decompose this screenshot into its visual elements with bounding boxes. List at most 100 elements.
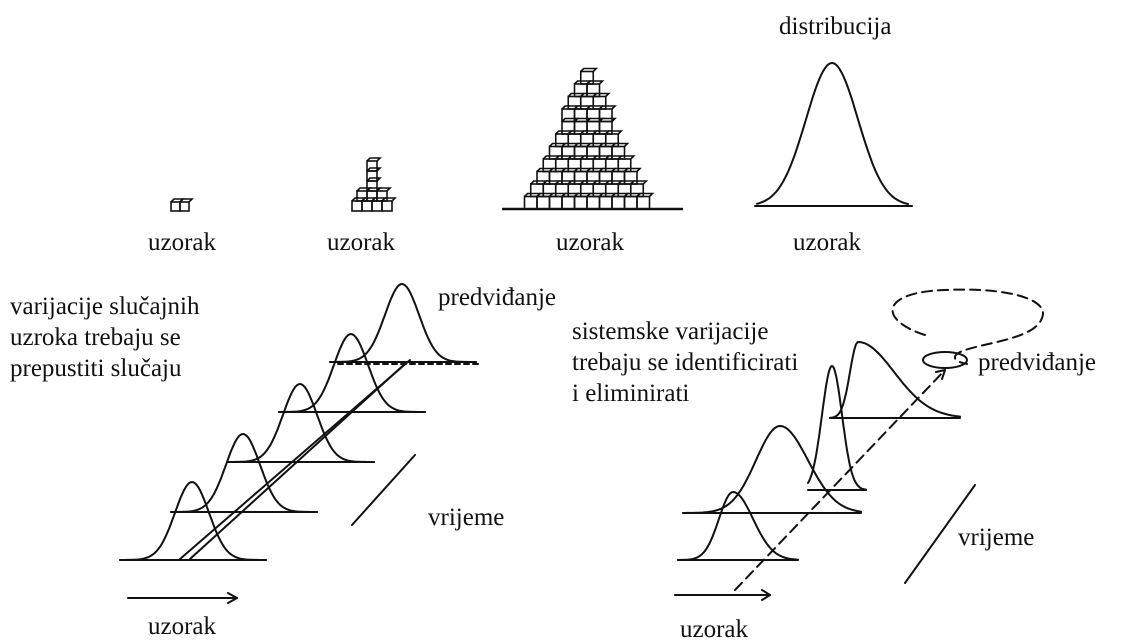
sample-box-3 (586, 170, 601, 185)
sample-box-3 (592, 183, 607, 198)
sample-box-3 (579, 70, 595, 85)
sample-box-3 (617, 183, 632, 198)
sample-box-3 (573, 83, 588, 98)
sample-box-3 (554, 183, 570, 198)
sample-label-4: uzorak (793, 229, 862, 256)
sample-box-top-2 (366, 167, 382, 172)
sample-box-3 (604, 183, 620, 198)
sample-box-2 (366, 190, 378, 202)
systematic-variation-line-2: trebaju se identificirati (572, 349, 799, 376)
sample-box-2 (371, 200, 383, 212)
sample-box-top-3 (598, 105, 617, 110)
sample-box-2 (381, 200, 393, 212)
random-variation-line-3: prepustiti slučaju (10, 355, 182, 382)
random-variation-text: varijacije slučajnih uzroka trebaju se p… (10, 291, 200, 384)
sample-box-3 (567, 158, 582, 173)
sample-box-3 (561, 145, 576, 160)
right-trend-arrowhead (935, 369, 946, 380)
sample-box-3 (529, 183, 545, 198)
sample-axis-label-right: uzorak (680, 616, 749, 643)
sample-box-3 (536, 170, 551, 185)
sample-box-3 (611, 195, 626, 210)
sample-box-3 (598, 120, 613, 135)
time-label-right: vrijeme (958, 524, 1035, 551)
sample-box-top-3 (636, 192, 655, 198)
sample-box-3 (636, 195, 651, 210)
sample-box-3 (567, 95, 582, 110)
left-bell-curve-1 (119, 481, 267, 561)
sample-box-3 (592, 133, 607, 148)
systematic-variation-line-1: sistemske varijacije (572, 318, 769, 345)
sample-box-3 (611, 170, 626, 185)
sample-box-3 (573, 170, 588, 185)
sample-label-1: uzorak (148, 229, 217, 256)
sample-box-2 (361, 200, 373, 212)
sample-box-3 (604, 158, 620, 173)
left-bell-curve-4 (278, 333, 426, 413)
sample-box-top-3 (617, 155, 636, 160)
sample-box-3 (548, 195, 563, 210)
sample-box-2 (351, 200, 363, 212)
sample-box-top-3 (598, 117, 617, 123)
sample-box-top-2 (366, 157, 382, 162)
sample-box-3 (598, 145, 613, 160)
sample-box-3 (586, 145, 601, 160)
sample-box-top-3 (592, 92, 611, 98)
sample-box-3 (586, 195, 601, 210)
sample-box-top-3 (580, 67, 599, 73)
sample-box-3 (579, 183, 595, 198)
sample-box-3 (611, 145, 626, 160)
random-variation-line-2: uzroka trebaju se (10, 324, 181, 351)
sample-box-3 (523, 195, 538, 210)
time-arrow-right (904, 484, 976, 584)
sample-box-2 (366, 160, 378, 172)
left-center-diagonal (189, 361, 408, 560)
sample-box-3 (598, 195, 613, 210)
right-bell-curve-3 (807, 365, 867, 491)
right-curves (677, 341, 961, 561)
sample-box-3 (579, 158, 595, 173)
sample-box-3 (567, 133, 582, 148)
sample-box-stacks (170, 67, 683, 212)
left-bell-curve-5 (329, 283, 477, 363)
sample-box-top-2 (366, 177, 382, 182)
time-arrow-left (351, 454, 416, 526)
sample-arrowhead-right (761, 589, 771, 601)
sample-box-3 (554, 133, 570, 148)
sample-box-3 (623, 170, 638, 185)
sample-box-3 (561, 195, 576, 210)
left-bell-curve-3 (227, 383, 375, 463)
left-bell-curve-2 (170, 433, 318, 513)
sample-axis-label-left: uzorak (148, 613, 217, 640)
left-curves (119, 283, 477, 561)
sample-box-3 (561, 120, 576, 135)
question-swirl-icon (891, 288, 1044, 365)
right-bell-curve-1 (677, 491, 799, 561)
sample-box-3 (579, 95, 595, 110)
sample-box-1 (179, 201, 190, 212)
sample-box-3 (629, 183, 645, 198)
systematic-variation-text: sistemske varijacije trebaju se identifi… (572, 316, 798, 409)
sample-box-3 (567, 183, 582, 198)
sample-box-3 (548, 170, 563, 185)
sample-box-3 (536, 195, 551, 210)
sample-box-3 (604, 133, 620, 148)
sample-box-top-1 (179, 198, 194, 203)
sample-box-3 (592, 95, 607, 110)
sample-box-top-2 (376, 187, 392, 192)
sample-box-top-3 (605, 130, 624, 135)
sample-box-3 (542, 183, 557, 198)
sample-box-2 (356, 190, 368, 202)
sample-box-3 (554, 158, 570, 173)
sample-label-2: uzorak (327, 229, 396, 256)
sample-box-top-3 (630, 180, 649, 185)
sample-box-3 (586, 83, 601, 98)
sample-box-2 (376, 190, 388, 202)
question-dot-icon (922, 351, 968, 369)
sample-box-3 (592, 158, 607, 173)
prediction-label-right: predviđanje (978, 349, 1097, 376)
sample-box-3 (586, 120, 601, 135)
sample-box-3 (573, 145, 588, 160)
